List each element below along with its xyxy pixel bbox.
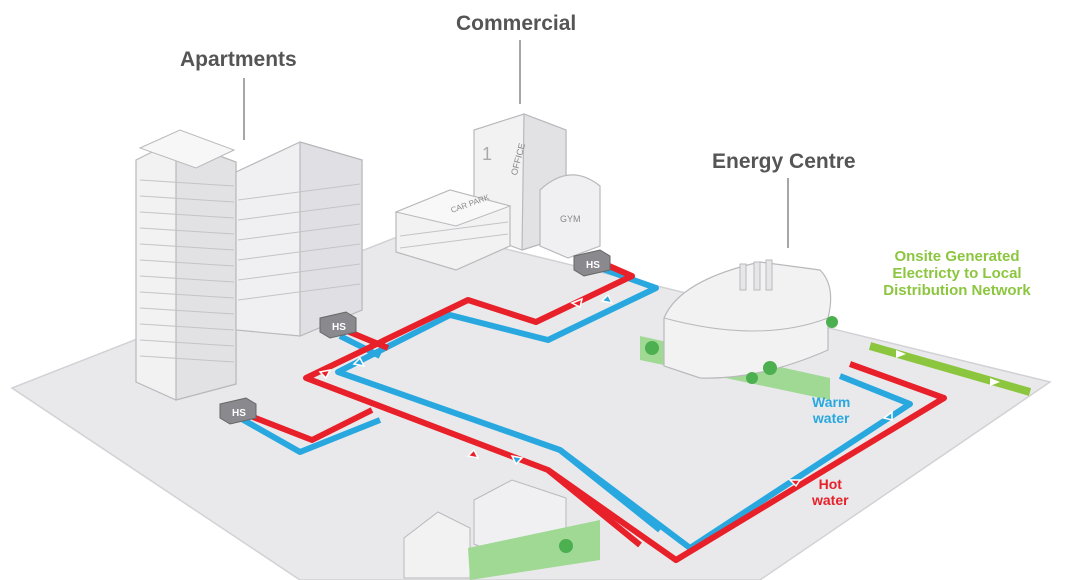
heat-station-apartments-2: HS [219,397,257,425]
onsite-label-line3: Distribution Network [883,282,1031,299]
warm-label-line1: Warm [812,394,851,410]
energy-centre-label: Energy Centre [712,150,856,173]
apartment-block [235,141,363,337]
hs-label-apartments-2: HS [232,408,246,419]
commercial-label: Commercial [456,12,577,35]
electricity-arrow-1 [896,350,906,358]
electricity-arrow-2 [990,378,1000,386]
electricity-line [868,342,1032,396]
onsite-label-line2: Electricty to Local [892,265,1022,282]
car-park-building: CAR PARK [394,189,512,271]
hot-water-label: Hot water [812,476,849,508]
warm-label-line2: water [812,410,850,426]
leader-lines [243,40,789,248]
arrow-red-2 [318,368,332,380]
heat-station-commercial: HS [573,249,611,277]
apartment-tower [135,129,237,401]
onsite-electricity-label: Onsite Generated Electricty to Local Dis… [872,248,1042,299]
arrow-red-4 [788,479,802,488]
arrow-red-3 [466,448,480,460]
hot-water-pipe [238,259,947,563]
houses [403,479,600,580]
warm-water-pipe [238,265,913,551]
gym-sign: GYM [560,214,581,224]
arrow-blue-3 [510,454,524,466]
heat-station-apartments-1: HS [319,311,357,339]
arrow-blue-4 [882,410,893,421]
energy-centre-building [640,259,838,400]
office-number: 1 [482,144,492,164]
arrow-blue-2 [352,356,366,368]
onsite-label-line1: Onsite Generated [894,248,1020,265]
arrow-blue-1 [600,293,614,305]
warm-water-label: Warm water [812,394,850,426]
tree-house [559,539,573,553]
gym-building: GYM [539,174,601,259]
hs-label-commercial: HS [586,260,600,271]
trees-energy-centre [645,316,838,384]
flow-arrows [318,293,893,488]
apartments-label: Apartments [180,48,297,71]
arrow-red-1 [570,297,584,309]
hot-label-line1: Hot [818,476,842,492]
hot-label-line2: water [812,492,849,508]
hs-label-apartments-1: HS [332,322,346,333]
